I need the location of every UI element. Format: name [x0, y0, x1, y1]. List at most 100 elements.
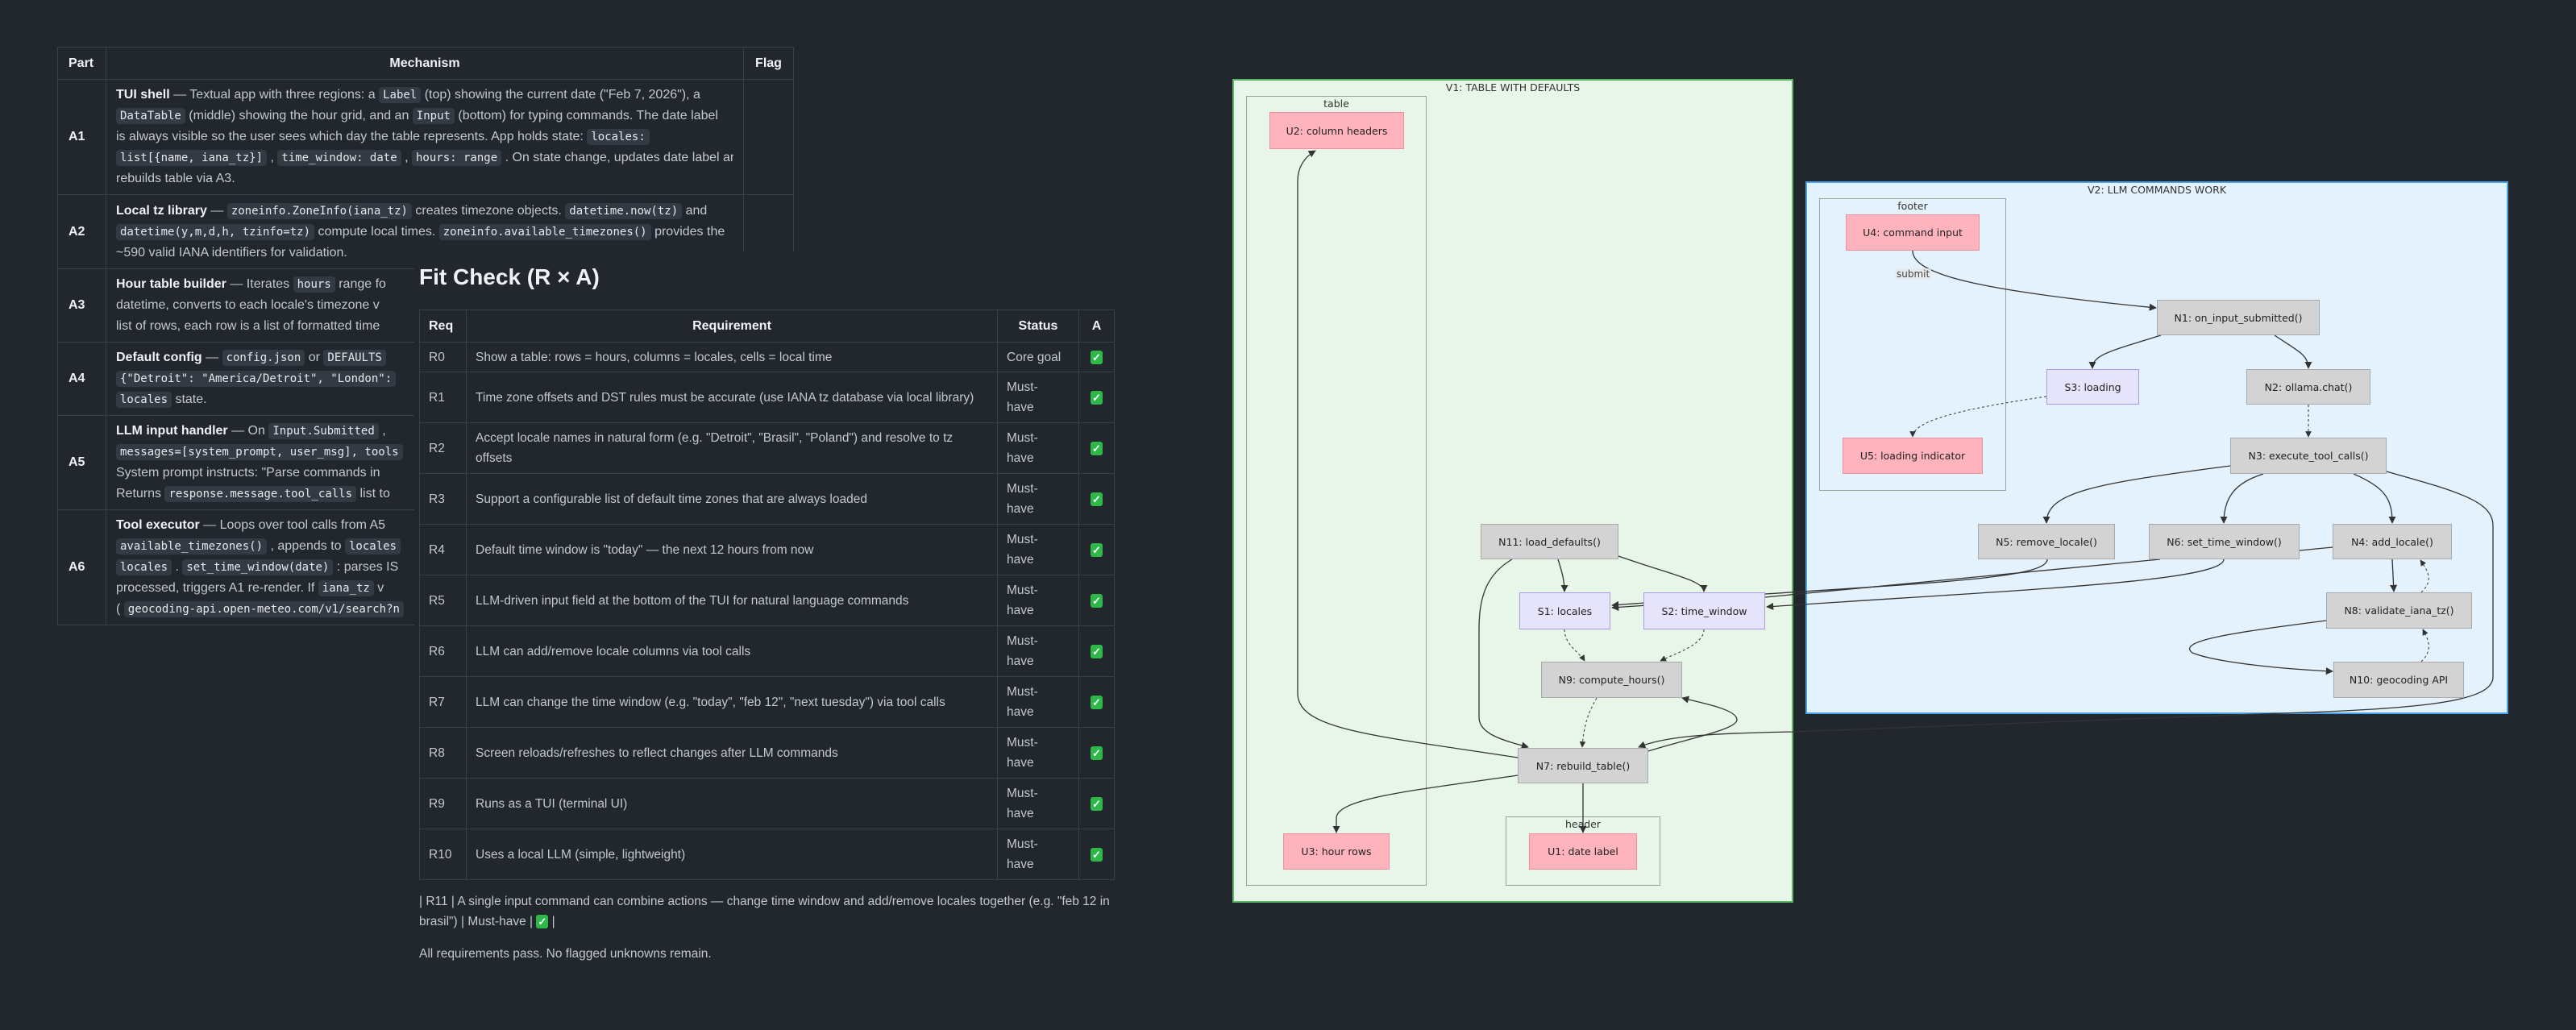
code-span: response.message.tool_calls — [164, 486, 357, 502]
check-icon: ✓ — [1091, 593, 1103, 608]
node-n4[interactable]: N4: add_locale() — [2333, 524, 2452, 559]
mechanism-name: Hour table builder — [116, 277, 226, 291]
status-text: have — [1007, 654, 1034, 668]
requirement-status: Must-have — [997, 676, 1079, 728]
node-n10[interactable]: N10: geocoding API — [2333, 662, 2464, 698]
node-n3[interactable]: N3: execute_tool_calls() — [2230, 438, 2387, 474]
status-text: have — [1007, 553, 1034, 567]
node-u5[interactable]: U5: loading indicator — [1843, 438, 1983, 474]
check-icon: ✓ — [1091, 847, 1103, 862]
pass-cell: ✓ — [1078, 727, 1115, 779]
subgraph-table: table — [1246, 96, 1427, 886]
requirement-req: R10 — [419, 829, 467, 880]
requirement-requirement: LLM can change the time window (e.g. "to… — [466, 676, 998, 728]
mechanism-line: list[{name, iana_tz}] , time_window: dat… — [116, 147, 733, 168]
requirement-requirement: Default time window is "today" — the nex… — [466, 524, 998, 575]
mechanism-line: LLM input handler — On Input.Submitted , — [116, 421, 733, 442]
requirement-req: R5 — [419, 575, 467, 626]
text-span: — On — [227, 424, 269, 438]
status-text: have — [1007, 502, 1034, 516]
text-span: creates timezone objects. — [411, 203, 566, 218]
requirement-status: Must-have — [997, 727, 1079, 779]
node-n1[interactable]: N1: on_input_submitted() — [2157, 300, 2320, 335]
node-s2[interactable]: S2: time_window — [1643, 592, 1765, 629]
mechanism-name: Tool executor — [116, 518, 200, 532]
text-span: datetime, converts to each locale's time… — [116, 298, 380, 312]
pass-cell: ✓ — [1078, 473, 1115, 525]
code-span: zoneinfo.ZoneInfo(iana_tz) — [226, 202, 412, 219]
requirement-requirement: Support a configurable list of default t… — [466, 473, 998, 525]
header-part: Part — [57, 47, 106, 80]
flag-cell — [743, 79, 794, 195]
mechanism-line: datetime, converts to each locale's time… — [116, 295, 733, 316]
text-span: list of rows, each row is a list of form… — [116, 319, 380, 333]
part-id: A5 — [57, 415, 106, 510]
node-u4[interactable]: U4: command input — [1846, 214, 1980, 251]
mechanism-line: available_timezones() , appends to local… — [116, 536, 733, 557]
requirement-requirement: Accept locale names in natural form (e.g… — [466, 422, 998, 474]
mechanism-line: list of rows, each row is a list of form… — [116, 316, 733, 337]
code-span: DataTable — [116, 108, 185, 124]
code-span: locales — [116, 392, 172, 408]
header-status: Status — [997, 309, 1079, 343]
code-span: locales — [116, 559, 172, 575]
part-id: A6 — [57, 509, 106, 625]
node-n5[interactable]: N5: remove_locale() — [1978, 524, 2115, 559]
text-span: . On state change, updates date label an… — [501, 151, 733, 164]
node-n9[interactable]: N9: compute_hours() — [1541, 662, 1682, 698]
text-span: (top) showing the current date ("Feb 7, … — [421, 88, 700, 102]
mechanism-name: Local tz library — [116, 203, 207, 218]
requirement-status: Must-have — [997, 575, 1079, 626]
text-span: range fo — [334, 277, 386, 291]
pass-cell: ✓ — [1078, 575, 1115, 626]
r11-tail: | — [551, 915, 555, 928]
check-icon: ✓ — [1091, 390, 1103, 405]
node-u3[interactable]: U3: hour rows — [1283, 833, 1390, 870]
text-span: Returns — [116, 487, 165, 500]
fit-check-title: Fit Check (R × A) — [419, 264, 600, 289]
node-n11[interactable]: N11: load_defaults() — [1481, 524, 1618, 559]
node-u1[interactable]: U1: date label — [1529, 833, 1637, 870]
node-s1[interactable]: S1: locales — [1519, 592, 1610, 629]
status-text: have — [1007, 807, 1034, 820]
subgraph-v1-title: V1: TABLE WITH DEFAULTS — [1445, 81, 1581, 93]
text-span: provides the — [650, 224, 725, 239]
mechanism-line: Local tz library — zoneinfo.ZoneInfo(ian… — [116, 201, 733, 222]
pass-cell: ✓ — [1078, 372, 1115, 423]
text-span: or — [305, 351, 324, 364]
mechanism-line: {"Detroit": "America/Detroit", "London": — [116, 368, 733, 389]
text-span: is always visible so the user sees which… — [116, 130, 588, 143]
code-span: geocoding-api.open-meteo.com/v1/search?n — [123, 601, 404, 617]
check-icon: ✓ — [1091, 695, 1103, 709]
requirement-requirement: Uses a local LLM (simple, lightweight) — [466, 829, 998, 880]
node-n2[interactable]: N2: ollama.chat() — [2246, 369, 2370, 405]
mechanism-cell: TUI shell — Textual app with three regio… — [106, 79, 744, 195]
requirement-status: Must-have — [997, 625, 1079, 677]
requirement-requirement: LLM-driven input field at the bottom of … — [466, 575, 998, 626]
node-n6[interactable]: N6: set_time_window() — [2149, 524, 2300, 559]
text-span: state. — [172, 392, 207, 406]
status-text: Must- — [1007, 431, 1038, 445]
mechanism-line: Default config — config.json or DEFAULTS — [116, 347, 733, 368]
text-span: , — [401, 151, 412, 164]
text-span: (bottom) for typing commands. The date l… — [454, 109, 718, 123]
node-s3[interactable]: S3: loading — [2046, 369, 2139, 405]
text-span: — Iterates — [226, 277, 293, 291]
status-text: Must- — [1007, 533, 1038, 546]
code-span: datetime(y,m,d,h, tzinfo=tz) — [116, 223, 315, 240]
code-span: datetime.now(tz) — [565, 202, 683, 219]
text-span: . — [172, 560, 183, 574]
text-span: list to — [356, 487, 390, 500]
node-u2[interactable]: U2: column headers — [1269, 112, 1404, 149]
mechanism-name: Default config — [116, 351, 202, 364]
node-n8[interactable]: N8: validate_iana_tz() — [2326, 592, 2472, 629]
pass-cell: ✓ — [1078, 342, 1115, 372]
node-n7[interactable]: N7: rebuild_table() — [1518, 748, 1648, 783]
